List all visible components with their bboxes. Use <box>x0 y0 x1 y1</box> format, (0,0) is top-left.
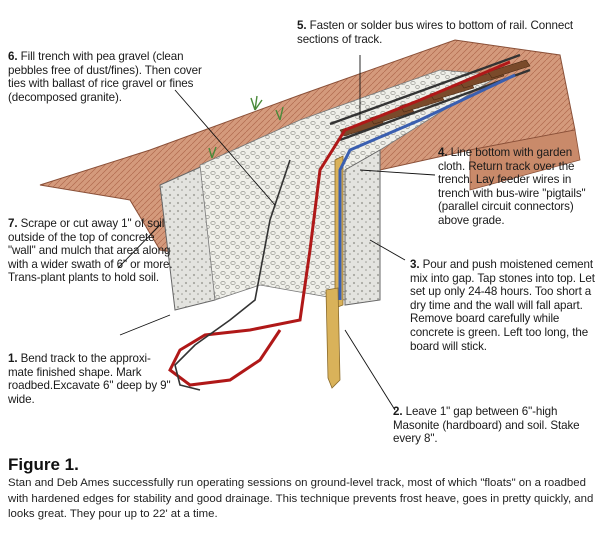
note-5: 5. Fasten or solder bus wires to bottom … <box>297 19 597 46</box>
track-ties <box>339 59 531 137</box>
note-1-number: 1. <box>8 352 18 365</box>
leader-4 <box>359 169 436 176</box>
note-5-number: 5. <box>297 19 307 32</box>
grass-plants <box>208 95 284 159</box>
note-4-number: 4. <box>438 146 448 159</box>
figure-title: Figure 1. <box>8 455 79 474</box>
red-bus-wire <box>168 60 511 387</box>
note-3-text: Pour and push moistened cement mix into … <box>410 258 595 353</box>
note-2: 2. Leave 1" gap between 6"-high Masonite… <box>393 405 593 446</box>
leader-1 <box>119 314 171 336</box>
note-3: 3. Pour and push moistened cement mix in… <box>410 258 596 353</box>
leader-7 <box>117 224 161 269</box>
blue-bus-wire <box>338 73 516 300</box>
note-6-number: 6. <box>8 50 18 63</box>
leader-3 <box>369 239 406 261</box>
note-2-text: Leave 1" gap between 6"-high Masonite (h… <box>393 405 580 446</box>
wooden-stake <box>325 287 341 389</box>
rail-far <box>329 53 521 126</box>
note-1: 1. Bend track to the approxi-mate finish… <box>8 352 173 406</box>
black-feeder-wire <box>174 159 291 391</box>
note-3-number: 3. <box>410 258 420 271</box>
concrete-wall-right <box>344 149 381 306</box>
note-4: 4. Line bottom with garden cloth. Return… <box>438 146 598 228</box>
figure-caption: Stan and Deb Ames successfully run opera… <box>8 477 594 520</box>
note-6-text: Fill trench with pea gravel (clean pebbl… <box>8 50 202 104</box>
leader-6 <box>174 89 276 206</box>
note-7: 7. Scrape or cut away 1" of soil outside… <box>8 217 176 285</box>
soil-bank-right <box>469 129 581 191</box>
note-7-text: Scrape or cut away 1" of soil outside of… <box>8 217 173 285</box>
note-7-number: 7. <box>8 217 18 230</box>
note-2-number: 2. <box>393 405 403 418</box>
note-6: 6. Fill trench with pea gravel (clean pe… <box>8 50 213 104</box>
note-5-text: Fasten or solder bus wires to bottom of … <box>297 19 574 46</box>
note-1-text: Bend track to the approxi-mate finished … <box>8 352 171 406</box>
leader-2 <box>344 329 396 411</box>
leader-lines <box>117 55 436 411</box>
note-4-text: Line bottom with garden cloth. Return tr… <box>438 146 586 227</box>
